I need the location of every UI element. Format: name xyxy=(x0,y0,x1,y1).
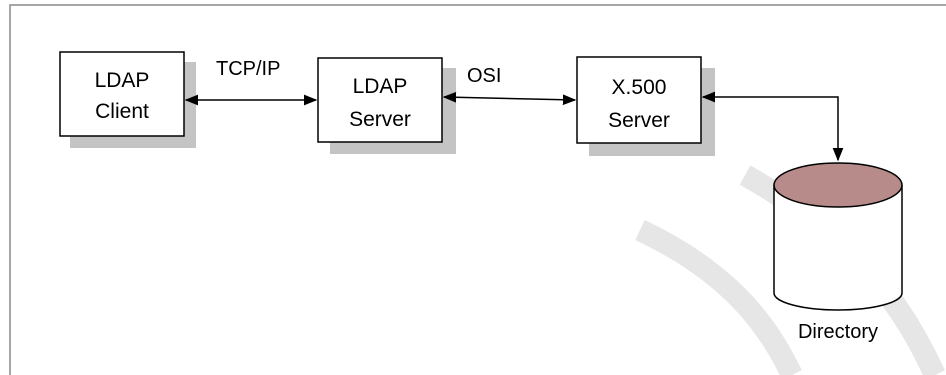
figure-frame xyxy=(9,4,946,375)
ldap-client-label-line2: Client xyxy=(95,100,149,123)
ldap-client-box xyxy=(59,51,185,137)
osi-arrow xyxy=(442,91,577,106)
osi-label: OSI xyxy=(467,65,501,87)
ldap-server-label-line2: Server xyxy=(349,108,411,131)
directory-cylinder-top xyxy=(773,162,903,208)
tcpip-label: TCP/IP xyxy=(216,58,280,80)
ldap-server-label-line1: LDAP xyxy=(353,75,408,98)
ldap-client-label-line1: LDAP xyxy=(95,69,150,92)
directory-cylinder-body xyxy=(773,185,903,311)
edge-client-ldap-server: TCP/IP xyxy=(184,58,318,106)
x500-directory-arrow xyxy=(701,91,844,162)
directory-node: Directory xyxy=(773,162,903,343)
x500-server-label-line1: X.500 xyxy=(612,76,667,99)
ldap-server-box xyxy=(317,57,443,143)
directory-label: Directory xyxy=(798,321,878,343)
directory-cylinder-icon xyxy=(773,162,903,311)
x500-server-node: X.500 Server xyxy=(576,56,715,156)
ldap-client-node: LDAP Client xyxy=(59,51,196,148)
x500-server-label-line2: Server xyxy=(608,109,670,132)
x500-server-box xyxy=(576,56,702,144)
edge-ldap-x500: OSI xyxy=(442,65,577,106)
ldap-server-node: LDAP Server xyxy=(317,57,456,154)
